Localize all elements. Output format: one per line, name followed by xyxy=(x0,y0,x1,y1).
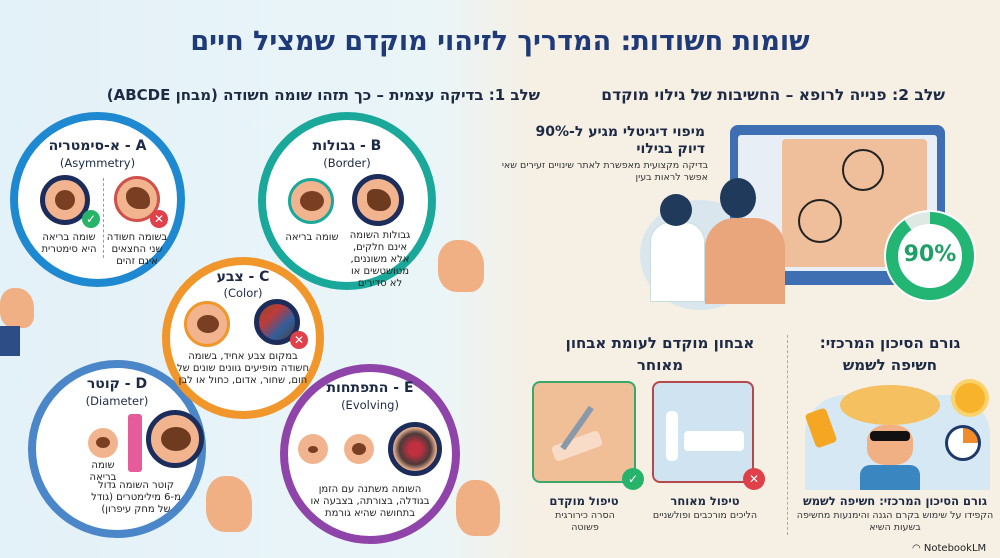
sun-exposure-illustration xyxy=(804,383,990,490)
abcde-circle-d: D - קוטר (Diameter) שומה בריאה קוטר השומ… xyxy=(28,360,206,538)
step2-heading: שלב 2: פנייה לרופא – החשיבות של גילוי מו… xyxy=(601,86,945,104)
brand-name: NotebookLM xyxy=(923,543,987,554)
mole-stage-1-icon xyxy=(298,434,328,464)
b-subtitle: (Border) xyxy=(323,156,371,170)
c-text: במקום צבע אחיד, בשומה חשודה מופיעים גוונ… xyxy=(176,351,310,386)
b-healthy-text: שומה בריאה xyxy=(285,232,339,243)
patient-illustration xyxy=(705,218,785,304)
brand-watermark: ◠ NotebookLM xyxy=(912,543,986,554)
early-treatment-card xyxy=(532,381,636,483)
irregular-border-mole-icon xyxy=(352,174,404,226)
sun-hat-icon xyxy=(840,385,940,425)
abcde-circle-a: A - א-סימטריה (Asymmetry) ✓ ✕ שומה בריאה… xyxy=(10,112,185,287)
abcde-circle-b: B - גבולות (Border) שומה בריאה גבולות הש… xyxy=(258,112,436,290)
bandage-icon xyxy=(550,429,604,463)
mole-highlight-circle xyxy=(842,149,884,191)
doctor-figure xyxy=(666,411,678,461)
b-title: B - גבולות xyxy=(312,138,382,154)
sun-icon xyxy=(955,383,985,413)
abcde-circle-c: C - צבע (Color) ✕ במקום צבע אחיד, בשומה … xyxy=(162,257,324,419)
accuracy-label: 90% xyxy=(903,242,957,267)
sunscreen-icon xyxy=(804,407,838,449)
sunglasses-icon xyxy=(870,431,910,441)
early-text: הסרה כירורגית פשוטה xyxy=(555,510,615,533)
check-icon: ✓ xyxy=(82,210,100,228)
notebooklm-logo-icon: ◠ xyxy=(912,543,924,554)
late-title: טיפול מאוחר xyxy=(670,494,740,508)
d-text: קוטר השומה גדול מ-6 מילימטרים (גודל של מ… xyxy=(91,480,181,515)
hand-illustration xyxy=(456,480,500,536)
abcde-circle-e: E - התפתחות (Evolving) השומה משתנה עם הז… xyxy=(280,364,460,544)
mole-highlight-circle xyxy=(798,199,842,243)
early-title: טיפול מוקדם xyxy=(549,494,619,508)
risk-caption-title: גורם הסיכון המרכזי: חשיפה לשמש xyxy=(803,494,987,508)
risk-caption-text: הקפידו על שימוש בקרם הגנה והימנעות מחשיפ… xyxy=(796,510,994,533)
late-text: הליכים מורכבים ופולשניים xyxy=(652,510,758,521)
doctor-illustration xyxy=(650,222,705,302)
section-divider xyxy=(787,335,788,535)
late-treatment-card xyxy=(652,381,754,483)
a-title: A - א-סימטריה xyxy=(48,138,147,154)
d-healthy-text: שומה בריאה xyxy=(89,460,117,483)
e-title: E - התפתחות xyxy=(326,380,414,396)
divider xyxy=(103,178,104,258)
page-title: שומות חשודות: המדריך לזיהוי מוקדם שמציל … xyxy=(190,26,810,57)
sleeve-illustration xyxy=(0,326,20,356)
a-suspicious-text: בשומה חשודה שני החצאים אינם זהים xyxy=(106,232,168,267)
b-suspicious-text: גבולות השומה אינם חלקים, אלא משוננים, מט… xyxy=(349,230,411,289)
hospital-bed-icon xyxy=(684,431,744,451)
e-subtitle: (Evolving) xyxy=(341,398,399,412)
clock-icon xyxy=(945,425,981,461)
hand-illustration xyxy=(438,240,484,292)
regular-border-mole-icon xyxy=(288,178,334,224)
multi-color-mole-icon xyxy=(254,299,300,345)
step1-heading: שלב 1: בדיקה עצמית – כך תזהו שומה חשודה … xyxy=(106,86,540,104)
small-mole-icon xyxy=(88,428,118,458)
diagnosis-heading: אבחון מוקדם לעומת אבחון מאוחר xyxy=(565,334,755,374)
a-subtitle: (Asymmetry) xyxy=(59,156,136,170)
d-subtitle: (Diameter) xyxy=(85,394,149,408)
pencil-icon xyxy=(128,414,142,472)
x-icon: ✕ xyxy=(743,468,765,490)
patient-head xyxy=(720,178,756,218)
a-healthy-text: שומה בריאה היא סימטרית xyxy=(41,232,97,255)
c-subtitle: (Color) xyxy=(223,286,263,300)
mole-stage-2-icon xyxy=(344,434,374,464)
uniform-color-mole-icon xyxy=(184,301,230,347)
x-icon: ✕ xyxy=(290,331,308,349)
swimsuit xyxy=(860,465,920,490)
symmetric-mole-icon xyxy=(40,175,90,225)
accuracy-gauge-fill xyxy=(886,212,974,300)
doctor-head xyxy=(660,194,692,226)
hand-illustration xyxy=(0,288,34,328)
mapping-text: בדיקה מקצועית מאפשרת לאתר שינויים זעירים… xyxy=(501,160,708,183)
large-mole-icon xyxy=(146,410,204,468)
accuracy-gauge: 90% xyxy=(882,208,978,304)
e-text: השומה משתנה עם הזמן בגודלה, בצורתה, בצבע… xyxy=(310,484,430,519)
evolved-mole-icon xyxy=(388,422,442,476)
hand-illustration xyxy=(206,476,252,532)
x-icon: ✕ xyxy=(150,210,168,228)
check-icon: ✓ xyxy=(622,468,644,490)
d-title: D - קוטר xyxy=(86,376,148,392)
c-title: C - צבע xyxy=(216,269,270,285)
risk-heading: גורם הסיכון המרכזי: חשיפה לשמש xyxy=(819,334,961,374)
mapping-title: מיפוי דיגיטלי מגיע ל-90% דיוק בגילוי xyxy=(535,124,705,157)
